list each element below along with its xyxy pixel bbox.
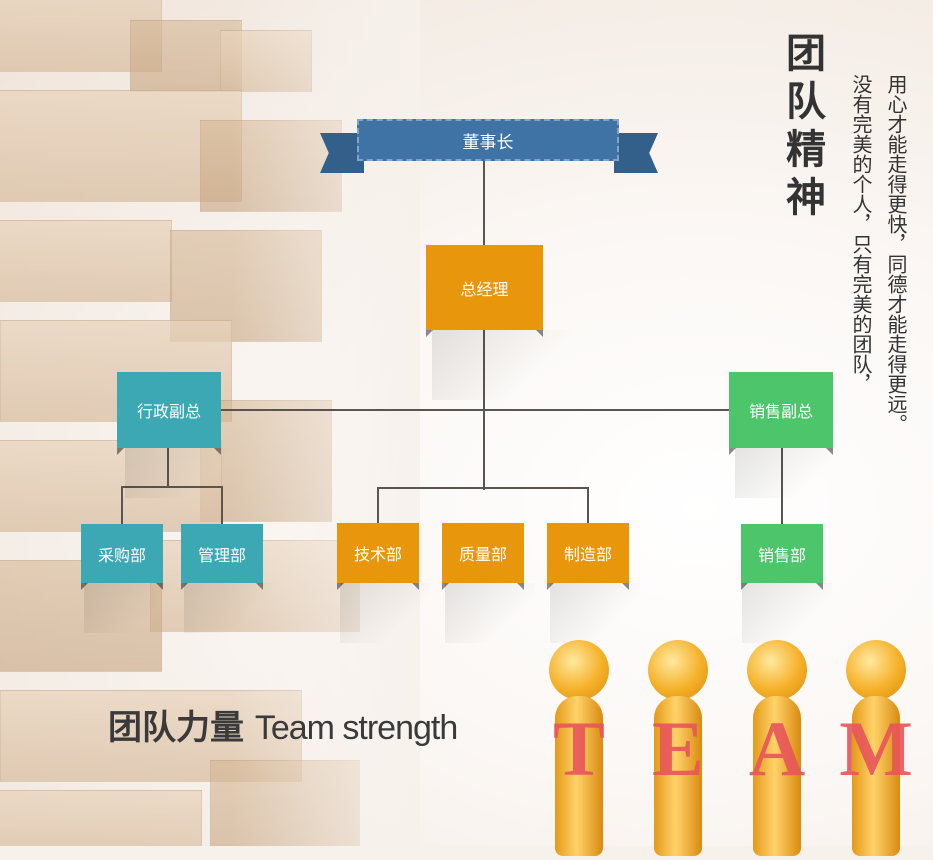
team-figure-m: M [830, 640, 922, 860]
manufacturing-dept-label: 制造部 [563, 545, 612, 564]
team-figure-a: A [731, 640, 823, 860]
sales-vp-node: 销售副总 [729, 372, 833, 455]
chairman-label: 董事长 [462, 132, 514, 153]
manufacturing-dept-node: 制造部 [547, 523, 629, 590]
slogan-cn: 团队力量 [108, 708, 244, 748]
purchasing-dept-label: 采购部 [97, 545, 146, 565]
admin-vp-node: 行政副总 [117, 372, 221, 455]
general-manager-label: 总经理 [460, 279, 509, 299]
team-letter-e: E [651, 705, 705, 792]
connector [167, 448, 169, 486]
slogan: 团队力量 Team strength [108, 700, 458, 749]
management-dept-label: 管理部 [197, 545, 246, 565]
connector [121, 486, 223, 488]
motto-line-1: 用心才能走得更快，同德才能走得更远。 [884, 74, 908, 434]
page-title: 团队精神 [786, 31, 826, 221]
quality-dept-node: 质量部 [442, 523, 524, 590]
purchasing-dept-node: 采购部 [81, 524, 163, 590]
motto-line-2: 没有完美的个人，只有完美的团队， [849, 74, 873, 394]
team-figure-e: E [632, 640, 724, 860]
team-letter-a: A [748, 705, 806, 792]
connector [121, 486, 123, 524]
general-manager-node: 总经理 [426, 245, 543, 337]
team-letter-m: M [839, 705, 913, 792]
connector [377, 487, 589, 489]
connector [483, 160, 485, 246]
technology-dept-label: 技术部 [353, 545, 402, 564]
sales-dept-node: 销售部 [741, 524, 823, 590]
management-dept-node: 管理部 [181, 524, 263, 590]
sales-dept-label: 销售部 [757, 545, 806, 565]
connector [377, 487, 379, 523]
slogan-en: Team strength [254, 709, 458, 747]
connector [587, 487, 589, 523]
team-figure-t: T [533, 640, 625, 860]
sales-vp-label: 销售副总 [748, 402, 813, 421]
admin-vp-label: 行政副总 [136, 402, 201, 421]
connector [220, 409, 730, 411]
team-letter-t: T [552, 705, 606, 792]
chairman-node: 董事长 [357, 119, 619, 161]
quality-dept-label: 质量部 [458, 545, 507, 564]
connector [221, 486, 223, 524]
technology-dept-node: 技术部 [337, 523, 419, 590]
connector [781, 448, 783, 524]
